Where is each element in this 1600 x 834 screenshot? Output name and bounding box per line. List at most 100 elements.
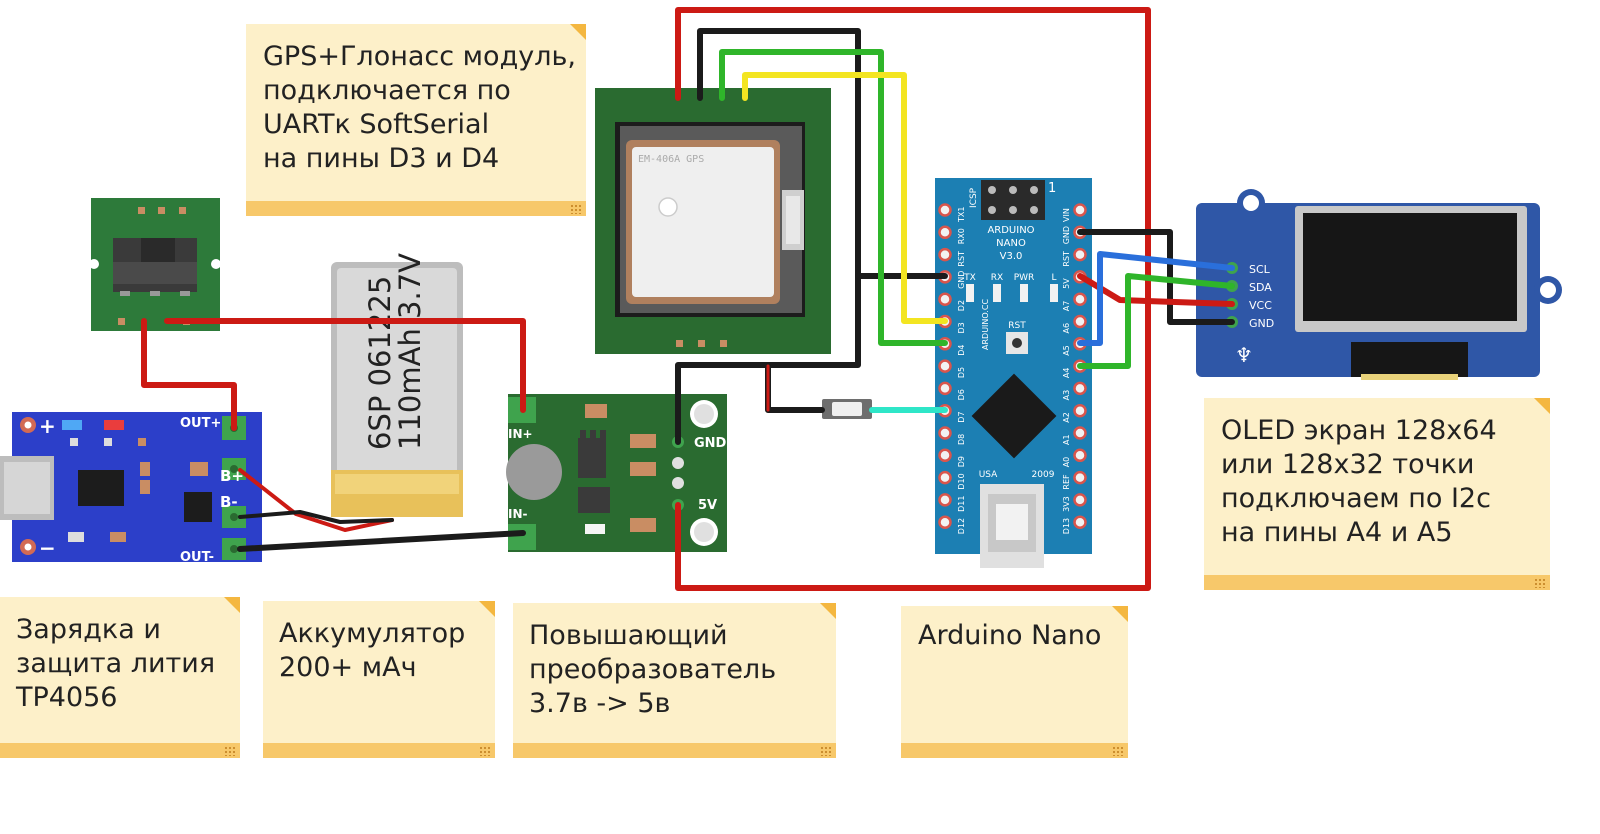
nano-pin-label: A5 [1062, 345, 1071, 356]
oled-pin-scl: SCL [1249, 263, 1271, 276]
nano-pin-label: GND [957, 271, 966, 289]
nano-pin-label: A6 [1062, 323, 1071, 334]
tp4056-plus-label: + [39, 414, 56, 438]
note-bar [901, 743, 1128, 758]
nano-usa-label: USA [979, 470, 998, 480]
note-dots [820, 746, 832, 756]
nano-pin-rst [1073, 247, 1087, 262]
nano-icsp-one-label: 1 [1048, 181, 1056, 196]
wire-blue-nano-a5-to-oled [1077, 251, 1235, 346]
nano-title-line3: V3.0 [1000, 251, 1023, 262]
nano-pin-label: RST [1062, 251, 1071, 267]
oled-logo-icon: ♆ [1235, 343, 1253, 367]
nano-pin-tx1 [938, 203, 952, 217]
oled-pin-gnd: GND [1249, 317, 1274, 330]
nano-pin-rx0 [938, 225, 952, 240]
nano-pin-d12 [938, 515, 952, 529]
note-dots [1534, 578, 1546, 588]
note-bar [1204, 575, 1550, 590]
note-nano-text: Arduino Nano [918, 620, 1102, 651]
nano-led-tx: TX [963, 273, 976, 283]
note-fold [224, 597, 240, 613]
nano-pin-label: GND [1062, 226, 1071, 244]
note-fold [1112, 606, 1128, 622]
tp4056-b-plus-label: B+ [220, 467, 244, 485]
nano-pin-label: D2 [957, 300, 966, 311]
nano-pin-label: D4 [957, 345, 966, 356]
nano-pin-rst [938, 247, 952, 262]
nano-pin-label: A7 [1062, 301, 1071, 312]
nano-pin-label: D5 [957, 367, 966, 378]
nano-pin-d2 [938, 292, 952, 306]
nano-pin-label: A0 [1062, 457, 1071, 468]
wire-black-battery-to-charger [238, 510, 394, 524]
note-battery-text: Аккумулятор 200+ мАч [279, 618, 466, 683]
wire-green-gps-tx [719, 49, 948, 346]
wire-red-switch-to-charger [141, 318, 237, 431]
battery-label-line1: 6SP 061225 [363, 276, 397, 450]
note-fold [1534, 398, 1550, 414]
note-fold [820, 603, 836, 619]
nano-pin-label: D11 [957, 496, 966, 512]
oled-pin-header: SCL SDA VCC GND [1226, 262, 1274, 330]
nano-pin-ref [1073, 470, 1087, 485]
wires [141, 7, 1235, 591]
note-charger: Зарядка и защита лития TP4056 [0, 597, 240, 758]
booster-in-plus-label: IN+ [508, 427, 533, 441]
nano-pin-label: D12 [957, 518, 966, 534]
nano-pin-label: VIN [1062, 208, 1071, 222]
slide-switch-board [89, 198, 221, 331]
note-dots [570, 204, 582, 214]
wire-black-gnd-to-gps [675, 28, 861, 445]
nano-pin-a0 [1073, 448, 1087, 463]
nano-pin-d5 [938, 359, 952, 373]
nano-pin-label: 5V [1062, 278, 1071, 289]
note-dots [1112, 746, 1124, 756]
wire-black-charger-to-booster [237, 530, 526, 552]
note-dots [479, 746, 491, 756]
nano-pin-a2 [1073, 403, 1087, 418]
nano-pin-label: D10 [957, 473, 966, 489]
note-fold [479, 601, 495, 617]
oled-display-module: ♆ SCL SDA VCC GND [1196, 189, 1562, 380]
note-gps-text: GPS+Глонасс модуль, подключается по UART… [263, 41, 576, 174]
nano-pin-d9 [938, 448, 952, 463]
nano-pin-label: A4 [1062, 368, 1071, 379]
nano-pin-label: REF [1062, 474, 1071, 490]
nano-pin-label: RST [957, 251, 966, 267]
nano-pin-label: TX1 [957, 207, 966, 223]
tp4056-out-plus-label: OUT+ [180, 416, 221, 431]
nano-pin-a1 [1073, 426, 1087, 440]
wire-yellow-gps-rx [742, 72, 948, 324]
push-button [822, 399, 872, 419]
note-battery: Аккумулятор 200+ мАч [263, 601, 495, 758]
nano-led-pwr: PWR [1014, 273, 1035, 283]
tp4056-b-minus-label: B- [220, 493, 238, 511]
nano-pin-d13 [1073, 515, 1087, 529]
note-gps: GPS+Глонасс модуль, подключается по UART… [246, 24, 586, 216]
nano-led-l: L [1051, 273, 1056, 283]
nano-pin-label: D6 [957, 389, 966, 400]
tp4056-charger-board: + − OUT+ B+ B- OUT- [0, 412, 262, 565]
gps-module: EM-406A GPS [595, 88, 831, 354]
nano-pin-label: D7 [957, 411, 966, 422]
note-bar [263, 743, 495, 758]
nano-pin-label: RX0 [957, 228, 966, 244]
note-fold [570, 24, 586, 40]
nano-pin-d6 [938, 381, 952, 396]
nano-rst-label: RST [1008, 321, 1026, 331]
wire-red-battery-to-charger [238, 468, 394, 532]
wire-red-nano-5v-to-oled [1077, 273, 1235, 307]
wire-red-switch-to-booster [164, 318, 526, 413]
nano-pin-label: A1 [1062, 434, 1071, 445]
nano-pin-label: 3V3 [1062, 496, 1071, 512]
note-bar [246, 201, 586, 216]
nano-pin-label: D3 [957, 322, 966, 333]
wire-green-nano-a4-to-oled [1077, 273, 1235, 369]
nano-title-line1: ARDUINO [987, 225, 1034, 236]
note-bar [513, 743, 836, 758]
nano-title-line2: NANO [996, 238, 1026, 249]
nano-pin-vin [1073, 203, 1087, 217]
